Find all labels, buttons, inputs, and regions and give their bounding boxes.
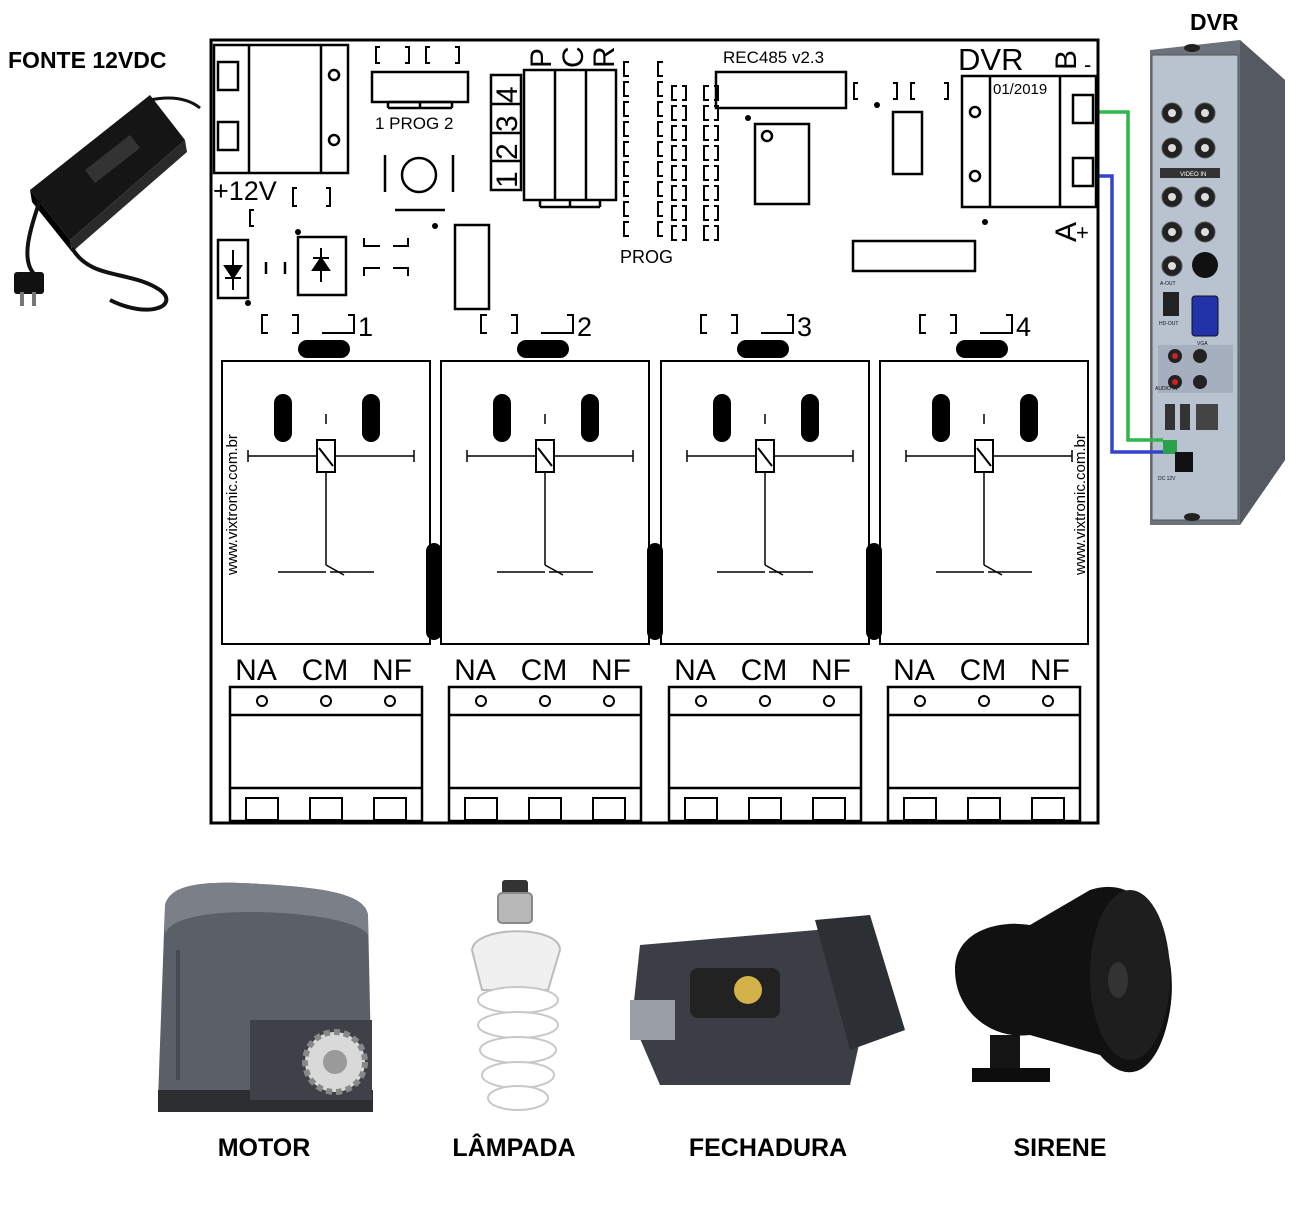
terminal-cm: CM (521, 654, 568, 687)
c-label: C (557, 46, 590, 68)
dip-3-label: 3 (491, 115, 524, 132)
a-terminal-label: A (1050, 222, 1083, 242)
terminal-nf: NF (591, 654, 631, 687)
fonte-label: FONTE 12VDC (8, 47, 166, 73)
r-label: R (588, 46, 621, 68)
prog-header (623, 61, 719, 241)
board-date-label: 01/2019 (993, 81, 1047, 98)
terminal-na: NA (893, 654, 935, 687)
device-caption-3: FECHADURA (689, 1134, 847, 1162)
relay-number: 2 (577, 312, 592, 342)
wire-a (1098, 110, 1163, 442)
dvr-label: DVR (1190, 9, 1239, 35)
dip-2-label: 2 (491, 143, 524, 160)
dvr-a-out-label: A-OUT (1160, 281, 1176, 287)
b-terminal-label: B (1050, 50, 1083, 70)
wire-b (1098, 174, 1163, 454)
power-in-label: +12V (213, 176, 277, 206)
relay-4: 4NA CM NF (879, 312, 1089, 823)
p-label: P (525, 48, 558, 68)
relay-1: 1NA CM NF (221, 312, 431, 823)
relay-2: 2NA CM NF (440, 312, 650, 823)
siren-image (955, 886, 1172, 1082)
lamp-image (470, 880, 562, 1111)
dip-4-label: 4 (491, 86, 524, 103)
dvr-video-in-label: VIDEO IN (1180, 172, 1206, 178)
terminal-na: NA (674, 654, 716, 687)
dvr-fan (1192, 252, 1218, 278)
site-right-label: www.vixtronic.com.br (1072, 434, 1089, 576)
terminal-nf: NF (372, 654, 412, 687)
relay-number: 3 (797, 312, 812, 342)
relay-3: 3NA CM NF (660, 312, 870, 823)
motor-image (158, 882, 373, 1112)
dvr-power-label: DC 12V (1158, 476, 1176, 482)
dip-1-label: 1 (491, 171, 524, 188)
terminal-nf: NF (811, 654, 851, 687)
relay-number: 1 (358, 312, 373, 342)
dvr-hdmi-label: HD-OUT (1159, 321, 1178, 327)
terminal-cm: CM (960, 654, 1007, 687)
dvr-audio-label: AUDIO IN (1155, 386, 1178, 392)
device-caption-4: SIRENE (1013, 1134, 1106, 1162)
lock-image (630, 915, 905, 1085)
site-left-label: www.vixtronic.com.br (224, 434, 241, 576)
board-dvr-label: DVR (958, 42, 1023, 77)
terminal-na: NA (235, 654, 277, 687)
board-model-label: REC485 v2.3 (723, 48, 824, 67)
prog-jumper-label: 1 PROG 2 (375, 114, 453, 133)
relay-number: 4 (1016, 312, 1031, 342)
device-caption-1: MOTOR (218, 1134, 311, 1162)
terminal-nf: NF (1030, 654, 1070, 687)
a-polarity-label: + (1076, 220, 1089, 245)
terminal-cm: CM (302, 654, 349, 687)
terminal-cm: CM (741, 654, 788, 687)
power-supply-image (14, 95, 201, 312)
terminal-na: NA (454, 654, 496, 687)
dvr-image: VIDEO IN A-OUT HD-OUT VGA AUDIO IN DC 12… (1150, 40, 1285, 525)
b-polarity-label: - (1084, 52, 1091, 77)
prog-bottom-label: PROG (620, 247, 673, 267)
device-caption-2: LÂMPADA (452, 1132, 575, 1162)
dvr-vga-label: VGA (1197, 341, 1208, 347)
